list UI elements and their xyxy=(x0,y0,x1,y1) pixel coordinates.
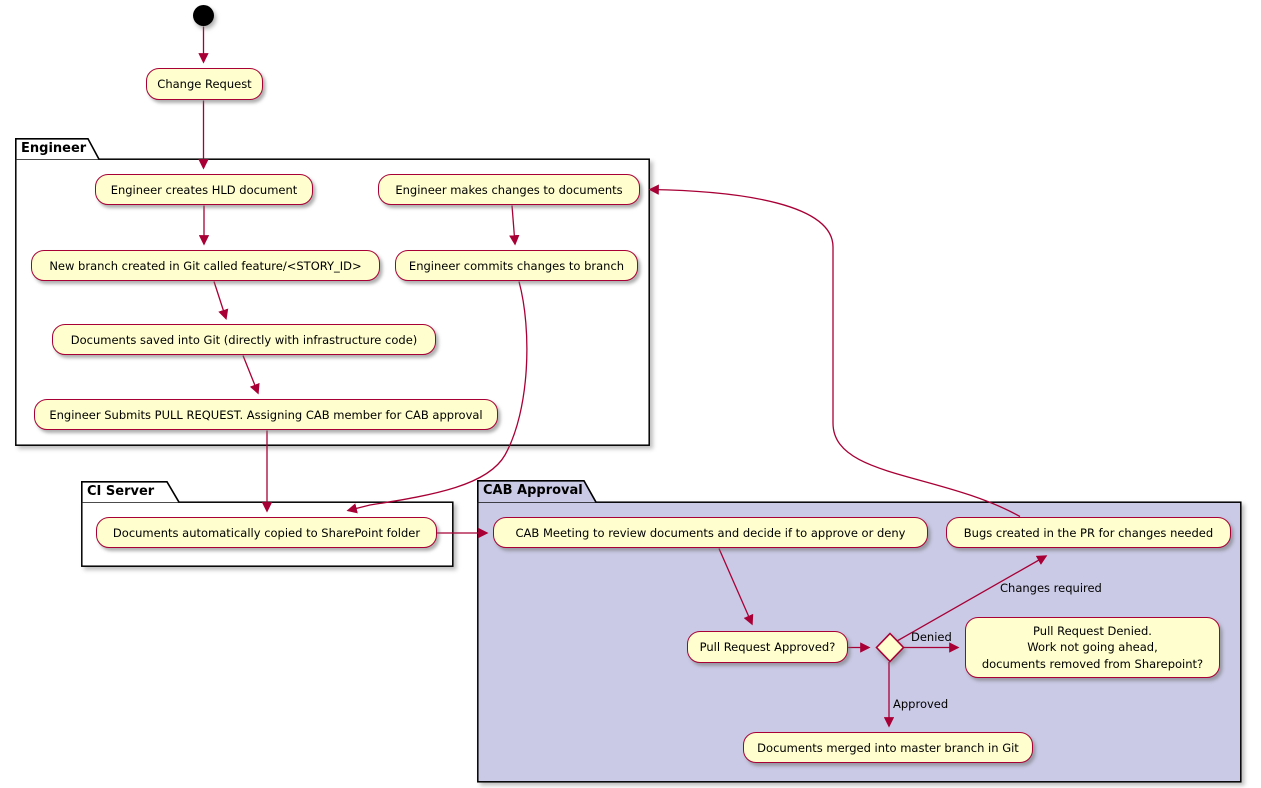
edge-makes-changes-to-commits xyxy=(509,205,520,246)
partition-engineer-label: Engineer xyxy=(21,141,87,156)
activity-engineer-makes-changes: Engineer makes changes to documents xyxy=(378,174,640,205)
edge-bugs-to-makes-changes xyxy=(648,184,1021,518)
pull-request-denied-line-3: documents removed from Sharepoint? xyxy=(981,656,1204,671)
activity-engineer-creates-hld: Engineer creates HLD document xyxy=(95,174,313,205)
edge-docs-saved-to-submits-pr xyxy=(242,355,260,395)
activity-pull-request-approved-question: Pull Request Approved? xyxy=(687,631,848,663)
partition-engineer-body xyxy=(15,158,650,446)
activity-new-branch-created: New branch created in Git called feature… xyxy=(31,250,380,281)
edge-commits-to-docs-copied xyxy=(346,281,528,514)
partition-engineer-tab xyxy=(15,138,100,160)
edge-cab-meeting-to-pr-approved xyxy=(718,548,754,626)
partition-cab-approval-tab xyxy=(477,480,597,503)
edge-label-denied: Denied xyxy=(911,630,952,644)
partition-ci-server-label: CI Server xyxy=(87,484,155,499)
activity-engineer-commits-changes: Engineer commits changes to branch xyxy=(395,250,638,281)
pull-request-denied-line-2: Work not going ahead, xyxy=(1027,640,1158,655)
activity-documents-merged-master: Documents merged into master branch in G… xyxy=(743,732,1033,763)
pull-request-denied-line-1: Pull Request Denied. xyxy=(1033,623,1152,638)
activity-cab-meeting-review: CAB Meeting to review documents and deci… xyxy=(493,517,928,548)
partition-cab-approval-label: CAB Approval xyxy=(483,483,583,498)
start-node xyxy=(193,5,214,26)
activity-bugs-created-pr: Bugs created in the PR for changes neede… xyxy=(946,517,1231,548)
edge-new-branch-to-docs-saved xyxy=(213,281,229,320)
partition-ci-server-tab xyxy=(81,481,180,503)
activity-change-request: Change Request xyxy=(146,68,263,100)
edge-label-approved: Approved xyxy=(893,697,949,711)
activity-engineer-submits-pull-request: Engineer Submits PULL REQUEST. Assigning… xyxy=(34,399,498,430)
edge-label-changes-required: Changes required xyxy=(1000,581,1102,595)
decision-diamond xyxy=(875,632,905,663)
activity-pull-request-denied: Pull Request Denied. Work not going ahea… xyxy=(965,617,1220,678)
edge-decision-changes-required xyxy=(896,555,1048,642)
activity-documents-saved-git: Documents saved into Git (directly with … xyxy=(52,324,436,355)
activity-documents-copied-sharepoint: Documents automatically copied to ShareP… xyxy=(96,517,437,548)
